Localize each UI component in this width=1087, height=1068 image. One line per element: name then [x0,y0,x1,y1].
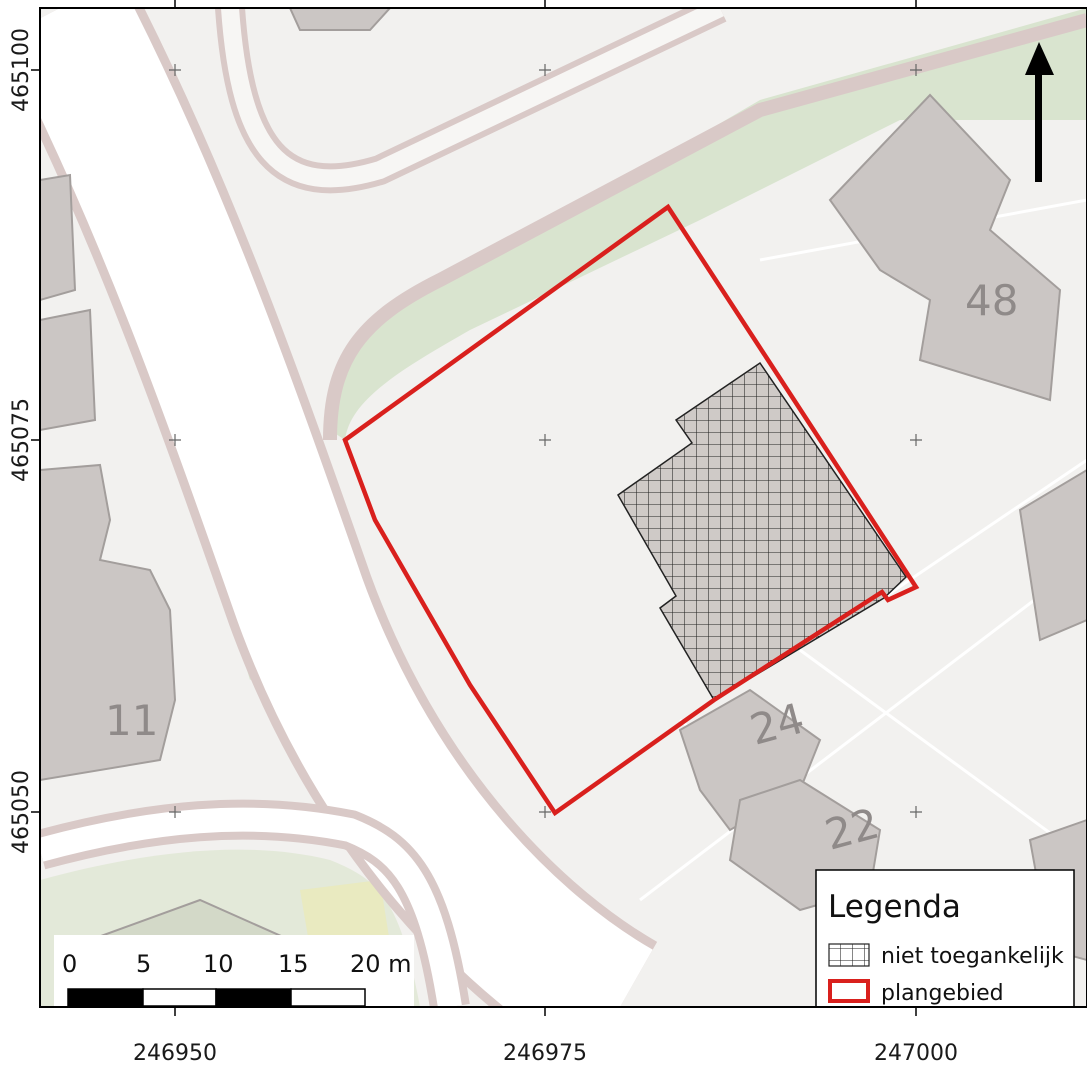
axis-ticks [31,0,917,1016]
scale-label-20: 20 m [350,950,412,978]
scale-segment-2 [142,988,217,1007]
scale-segment-3 [215,988,292,1007]
y-tick-label: 465075 [9,398,34,482]
grid-crosses [169,64,922,818]
x-tick-label: 246975 [503,1041,587,1066]
y-axis-labels: 465100 465075 465050 [9,28,34,854]
legend-title: Legenda [828,889,961,925]
scale-label-10: 10 [203,950,234,978]
legend-red-outline-swatch [828,979,870,1003]
map-canvas[interactable]: 48 11 24 22 18 [40,8,1087,1025]
building-48 [828,93,1062,402]
x-axis-labels: 246950 246975 247000 [133,1041,958,1066]
y-tick-label: 465050 [9,770,34,854]
legend: Legenda niet toegankelijk plangebied [815,869,1075,1007]
scale-bar: 0 5 10 15 20 m [54,935,414,1007]
y-tick-label: 465100 [9,28,34,112]
north-arrow-icon [1025,42,1054,182]
legend-label-plangebied: plangebied [881,981,1004,1006]
legend-label-niet-toegankelijk: niet toegankelijk [881,944,1064,969]
scale-label-15: 15 [278,950,309,978]
plangebied-boundary[interactable] [342,203,920,817]
building-11 [40,463,177,782]
x-tick-label: 246950 [133,1041,217,1066]
legend-box [815,869,1075,1007]
scale-label-5: 5 [136,950,151,978]
scale-segment-4 [290,988,366,1007]
x-tick-label: 247000 [874,1041,958,1066]
hatch-overlay [618,363,906,700]
house-number-48: 48 [965,276,1018,325]
scale-label-0: 0 [62,950,77,978]
roads [40,8,1087,1007]
scale-segment-1 [67,988,144,1007]
legend-crosshatch-swatch [828,943,870,967]
map-frame [39,7,1087,1008]
buildings [40,8,1087,1007]
house-number-11: 11 [105,696,158,745]
